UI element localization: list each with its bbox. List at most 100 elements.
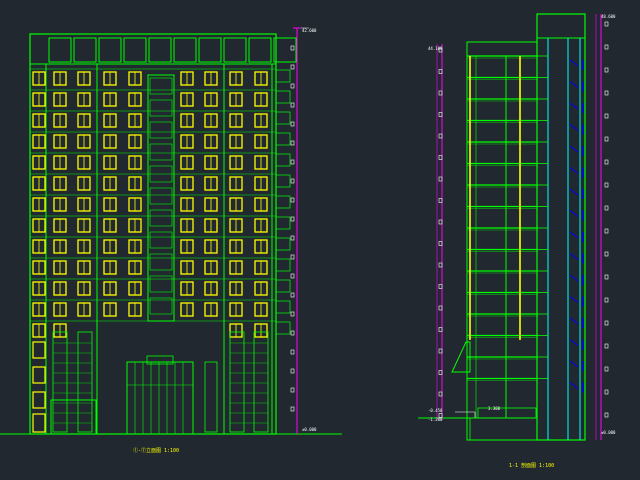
front-top-mark: 42.600 xyxy=(302,28,317,33)
level-marker xyxy=(290,349,295,355)
core-stair xyxy=(569,81,579,88)
entrance-sign xyxy=(146,355,174,365)
core-stair xyxy=(569,253,579,260)
core-stair xyxy=(569,145,579,153)
core-stair xyxy=(569,296,579,303)
level-marker xyxy=(290,311,295,317)
entrance-canopy xyxy=(451,341,471,373)
level-marker xyxy=(290,45,295,51)
section-level-marker xyxy=(438,133,443,139)
section-level-marker xyxy=(438,176,443,182)
parapet-band xyxy=(29,33,277,65)
core-stair xyxy=(569,339,579,346)
level-marker xyxy=(290,64,295,70)
base-window-left xyxy=(32,341,46,359)
front-elevation-caption: ①-⑦立面图 1:100 xyxy=(133,447,179,454)
section-level-marker xyxy=(604,182,609,188)
level-marker xyxy=(290,121,295,127)
stair-window xyxy=(149,297,173,315)
level-marker xyxy=(290,406,295,412)
level-marker xyxy=(290,387,295,393)
section-level-marker xyxy=(604,90,609,96)
core-stair xyxy=(569,210,579,217)
section-level-marker xyxy=(604,228,609,234)
stair-window xyxy=(149,231,173,249)
side-balcony xyxy=(275,216,291,230)
section-level-marker xyxy=(438,90,443,96)
section-level-marker xyxy=(604,21,609,27)
core-stair xyxy=(569,382,579,389)
section-level-marker xyxy=(438,155,443,160)
section-level-marker xyxy=(604,159,609,165)
stair-window xyxy=(149,77,173,95)
section-ground-mark-1: -0.450 xyxy=(428,408,443,413)
level-marker xyxy=(290,368,295,374)
section-view xyxy=(418,13,609,441)
parapet-panel xyxy=(273,37,297,63)
garage-door xyxy=(50,399,97,435)
stair-window xyxy=(149,209,173,227)
stair-window xyxy=(149,121,173,139)
front-elevation xyxy=(0,27,342,435)
section-level-marker xyxy=(604,343,609,349)
curtain-wall-right-2 xyxy=(253,331,269,433)
level-marker xyxy=(290,330,295,336)
curtain-wall-right xyxy=(229,331,245,433)
parapet-panel xyxy=(123,37,147,63)
stair-window xyxy=(149,187,173,205)
side-balcony xyxy=(275,69,291,83)
section-level-marker xyxy=(438,241,443,246)
section-level-marker xyxy=(604,44,609,50)
curtain-wall-left-2 xyxy=(77,331,93,433)
section-level-marker xyxy=(438,327,443,332)
side-balcony xyxy=(275,279,291,293)
stair-window xyxy=(149,99,173,117)
side-balcony xyxy=(275,90,291,104)
parapet-panel xyxy=(73,37,97,63)
section-level-marker xyxy=(438,69,443,74)
level-marker xyxy=(290,235,295,241)
curtain-wall-left xyxy=(52,331,68,433)
level-marker xyxy=(290,273,295,279)
stair-window xyxy=(149,275,173,293)
section-level-marker xyxy=(604,251,609,257)
section-level-marker xyxy=(604,274,609,280)
section-top-mark: 48.600 xyxy=(601,14,616,19)
parapet-panel xyxy=(223,37,247,63)
section-level-marker xyxy=(604,205,609,211)
core-stair xyxy=(569,274,579,282)
stair-window xyxy=(149,165,173,183)
core-stair xyxy=(569,124,579,131)
section-ground-mark-2: -1.200 xyxy=(428,417,443,422)
level-marker xyxy=(290,102,295,108)
stair-window xyxy=(149,143,173,161)
entrance-glazing xyxy=(126,361,194,435)
core-stair xyxy=(569,360,579,368)
side-balcony xyxy=(275,258,291,272)
section-level-marker xyxy=(604,412,609,418)
core-top xyxy=(536,13,586,39)
level-marker xyxy=(290,159,295,165)
section-level-marker xyxy=(438,370,443,375)
core-stair xyxy=(569,188,579,196)
side-balcony xyxy=(275,195,291,209)
parapet-panel xyxy=(173,37,197,63)
side-balcony xyxy=(275,111,291,125)
section-level-marker xyxy=(438,198,443,203)
section-ground-mark-3: 3.300 xyxy=(488,406,501,411)
section-level-marker xyxy=(438,47,443,53)
parapet-panel xyxy=(248,37,272,63)
core-stair xyxy=(569,231,579,239)
section-level-marker xyxy=(438,284,443,289)
parapet-panel xyxy=(198,37,222,63)
core-stair xyxy=(569,167,579,174)
level-marker xyxy=(290,83,295,89)
core-stair xyxy=(569,102,579,110)
parapet-panel xyxy=(98,37,122,63)
section-level-marker xyxy=(604,389,609,395)
core-stair xyxy=(569,317,579,325)
side-balcony xyxy=(275,321,291,335)
level-marker xyxy=(290,292,295,298)
section-bottom-mark: ±0.000 xyxy=(601,430,616,435)
